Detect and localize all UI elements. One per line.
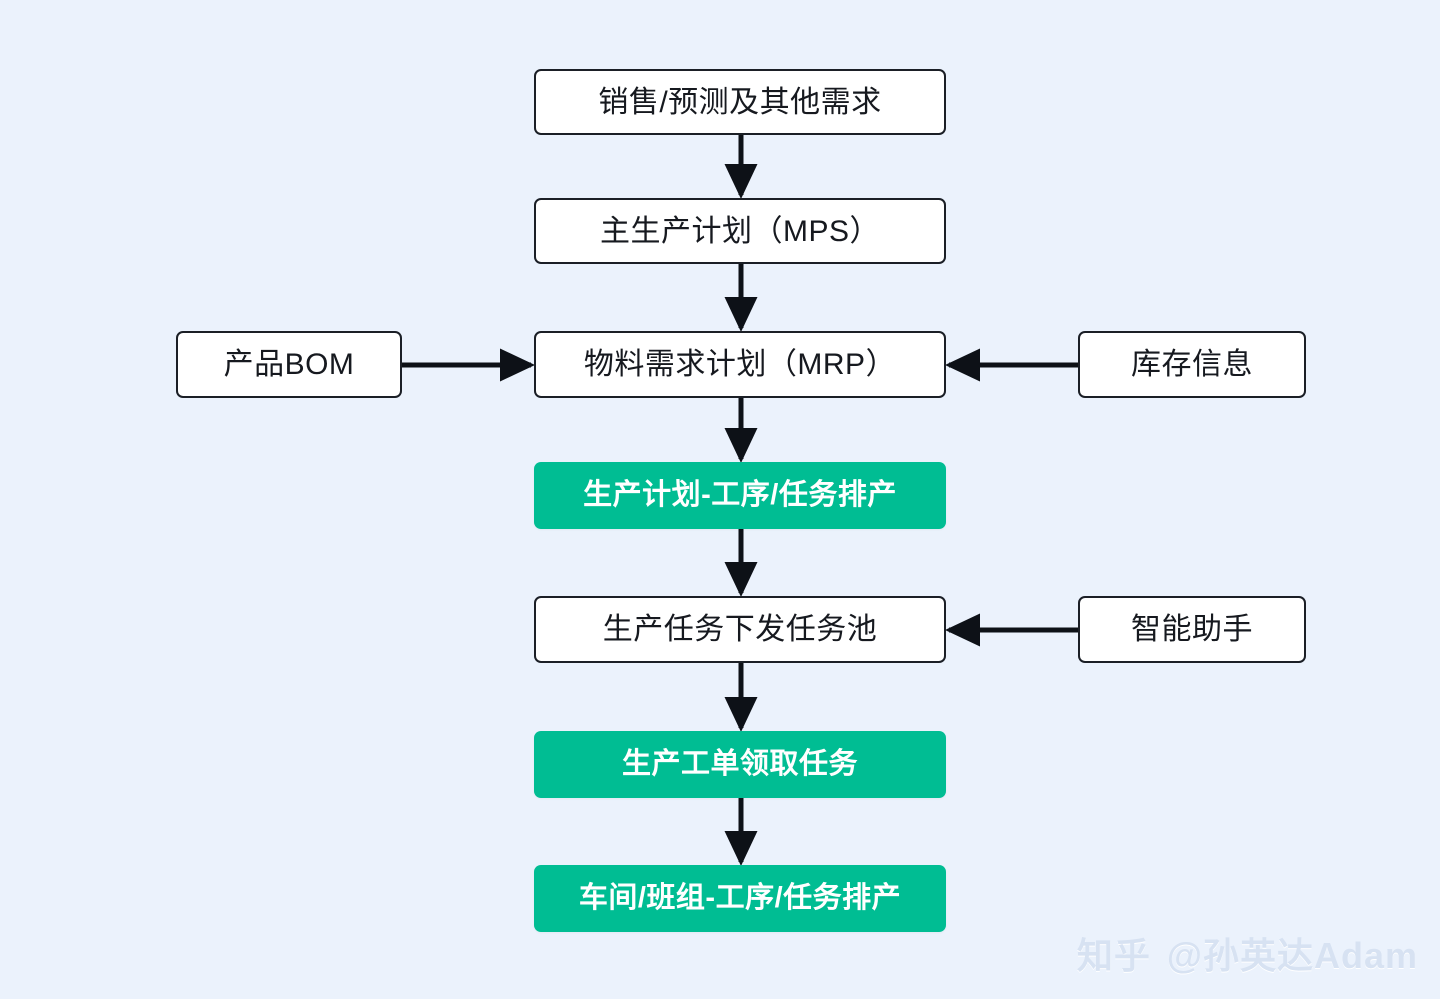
node-inventory[interactable]: 库存信息 [1078,331,1306,398]
node-workshop-label: 车间/班组-工序/任务排产 [578,881,902,914]
watermark-username: @孙英达Adam [1166,935,1418,976]
watermark-brand: 知乎 [1076,935,1151,976]
node-workshop[interactable]: 车间/班组-工序/任务排产 [534,865,946,932]
node-bom-label: 产品BOM [223,348,355,381]
watermark: 知乎 @孙英达Adam [1077,927,1418,979]
node-assistant-label: 智能助手 [1131,613,1253,646]
node-taskpool[interactable]: 生产任务下发任务池 [534,596,946,663]
node-bom[interactable]: 产品BOM [176,331,402,398]
node-inventory-label: 库存信息 [1131,348,1253,381]
node-mrp-label: 物料需求计划（MRP） [583,348,897,381]
node-demand-label: 销售/预测及其他需求 [598,85,882,119]
node-mrp[interactable]: 物料需求计划（MRP） [534,331,946,398]
node-mps[interactable]: 主生产计划（MPS） [534,198,946,264]
node-taskpool-label: 生产任务下发任务池 [602,613,878,646]
node-workorder-label: 生产工单领取任务 [621,747,858,780]
node-prodplan[interactable]: 生产计划-工序/任务排产 [534,462,946,529]
node-mps-label: 主生产计划（MPS） [599,214,880,248]
node-workorder[interactable]: 生产工单领取任务 [534,731,946,798]
node-demand[interactable]: 销售/预测及其他需求 [534,69,946,135]
node-assistant[interactable]: 智能助手 [1078,596,1306,663]
node-prodplan-label: 生产计划-工序/任务排产 [583,478,897,511]
